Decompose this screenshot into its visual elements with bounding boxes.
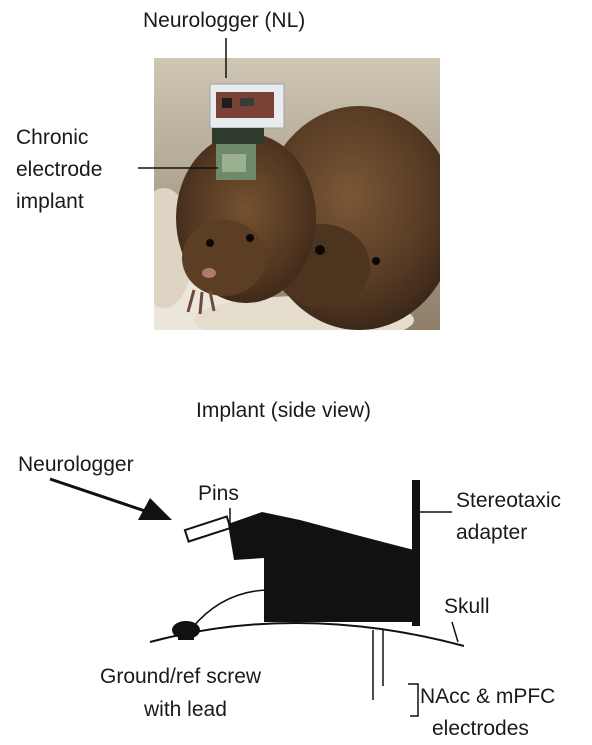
- ground-lead-wire: [192, 590, 266, 628]
- vole-photo: [154, 58, 440, 330]
- neurologger-arrowhead: [138, 498, 172, 520]
- stereotaxic-label-line-1: Stereotaxic: [456, 488, 561, 514]
- neurologger-arrow-shaft: [50, 479, 148, 512]
- skull-curve: [150, 623, 464, 646]
- electrodes-label-line-2: electrodes: [432, 716, 529, 742]
- electrodes-label-line-1: NAcc & mPFC: [420, 684, 555, 710]
- skull-label: Skull: [444, 594, 490, 620]
- neurologger-label: Neurologger: [18, 452, 134, 478]
- stereotaxic-label-line-2: adapter: [456, 520, 527, 546]
- pins-label: Pins: [198, 481, 239, 507]
- pins: [185, 517, 231, 542]
- implant-label-line-1: Chronic: [16, 125, 88, 151]
- implant-block: [264, 554, 416, 622]
- ground-screw-label-line-2: with lead: [144, 697, 227, 723]
- ground-screw-label-line-1: Ground/ref screw: [100, 664, 261, 690]
- neurologger-body: [228, 512, 414, 560]
- implant-label-line-3: implant: [16, 189, 84, 215]
- implant-label-line-2: electrode: [16, 157, 102, 183]
- electrodes-bracket: [408, 684, 418, 716]
- skull-pointer-line: [452, 622, 458, 642]
- stereotaxic-adapter: [412, 480, 420, 626]
- neurologger-nl-label: Neurologger (NL): [143, 8, 305, 34]
- side-view-title: Implant (side view): [196, 398, 371, 424]
- ground-screw: [172, 621, 200, 640]
